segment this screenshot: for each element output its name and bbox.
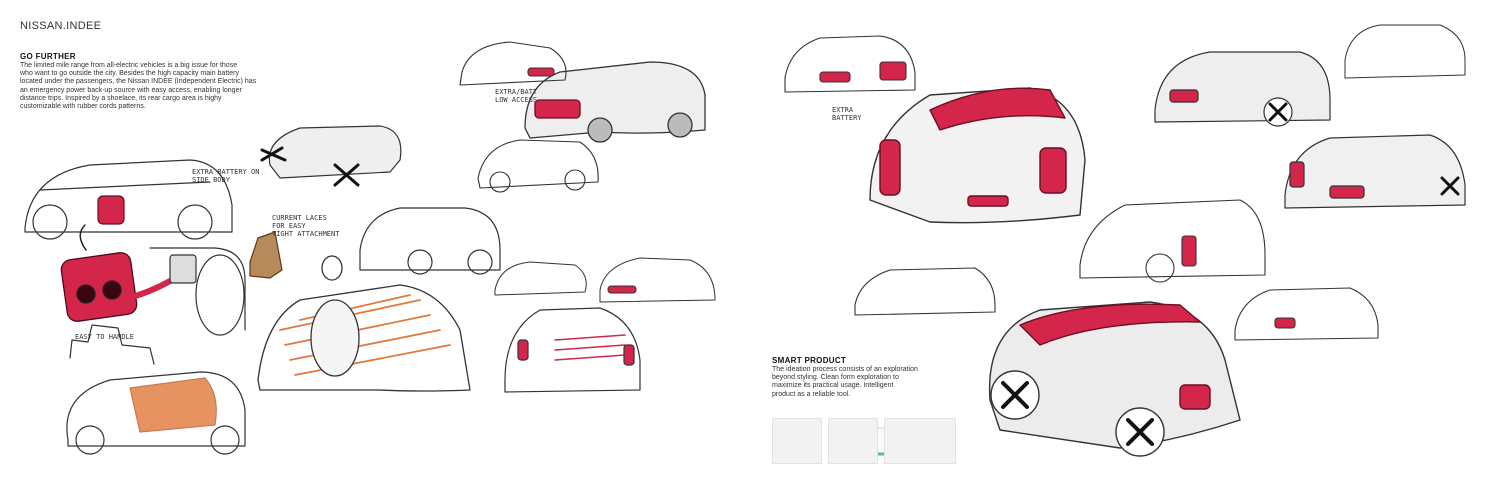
sketch-right-far-top: [1344, 24, 1466, 79]
sketch-right-mid-car: [1079, 199, 1266, 283]
sketch-battery-socket: [149, 247, 246, 336]
product-tile-speaker-white: [772, 418, 822, 464]
go-further-body: The limited mile range from all-electric…: [20, 62, 257, 111]
annotation-extra-battery-right: EXTRA BATTERY: [832, 106, 862, 122]
annotation-rear-note: EXTRA/BATT LOW ACCESS: [495, 88, 538, 104]
sketch-hero-rear-red: [524, 61, 706, 143]
sketch-shoe: [249, 231, 283, 279]
go-further-heading: GO FURTHER: [20, 52, 76, 61]
smart-product-body: The ideation process consists of an expl…: [772, 366, 918, 398]
annotation-current-laces: CURRENT LACES FOR EASY TIGHT ATTACHMENT: [272, 214, 340, 238]
sketch-battery-pack: [60, 224, 175, 322]
sketch-right-rear-red: [1284, 134, 1466, 209]
sketch-right-low-car: [854, 267, 996, 316]
annotation-extra-battery: EXTRA BATTERY ON SIDE BODY: [192, 168, 260, 184]
sketch-right-small-red: [1234, 287, 1379, 341]
sketch-car-rear-orange: [504, 307, 641, 393]
sketch-right-top-small: [784, 35, 916, 93]
sketch-cargo-laces: [257, 255, 471, 392]
sketch-car-side-battery: [24, 159, 233, 240]
annotation-easy-to-handle: EASY TO HANDLE: [75, 333, 135, 341]
go-further-block: GO FURTHER The limited mile range from a…: [20, 52, 256, 111]
smart-product-heading: SMART PRODUCT: [772, 356, 847, 365]
sketch-cargo-interior: [66, 324, 246, 455]
product-tile-speaker-black: [828, 418, 878, 464]
page-title: NISSAN.INDEE: [20, 20, 102, 32]
sketch-car-small-pair: [494, 257, 716, 303]
sketch-suv-rear: [359, 207, 501, 275]
sketch-car-right-3q: [477, 139, 599, 193]
sketch-car-top-small: [459, 41, 567, 86]
smart-product-block: SMART PRODUCT The ideation process consi…: [772, 356, 918, 399]
product-images-row: [772, 418, 956, 464]
sketch-hero-3q-rear: [988, 301, 1241, 457]
sketch-hero-front-red: [869, 87, 1086, 224]
sketch-roof-rack: [260, 125, 402, 187]
sketch-right-rear-top: [1154, 51, 1331, 127]
product-tile-device: [884, 418, 956, 464]
